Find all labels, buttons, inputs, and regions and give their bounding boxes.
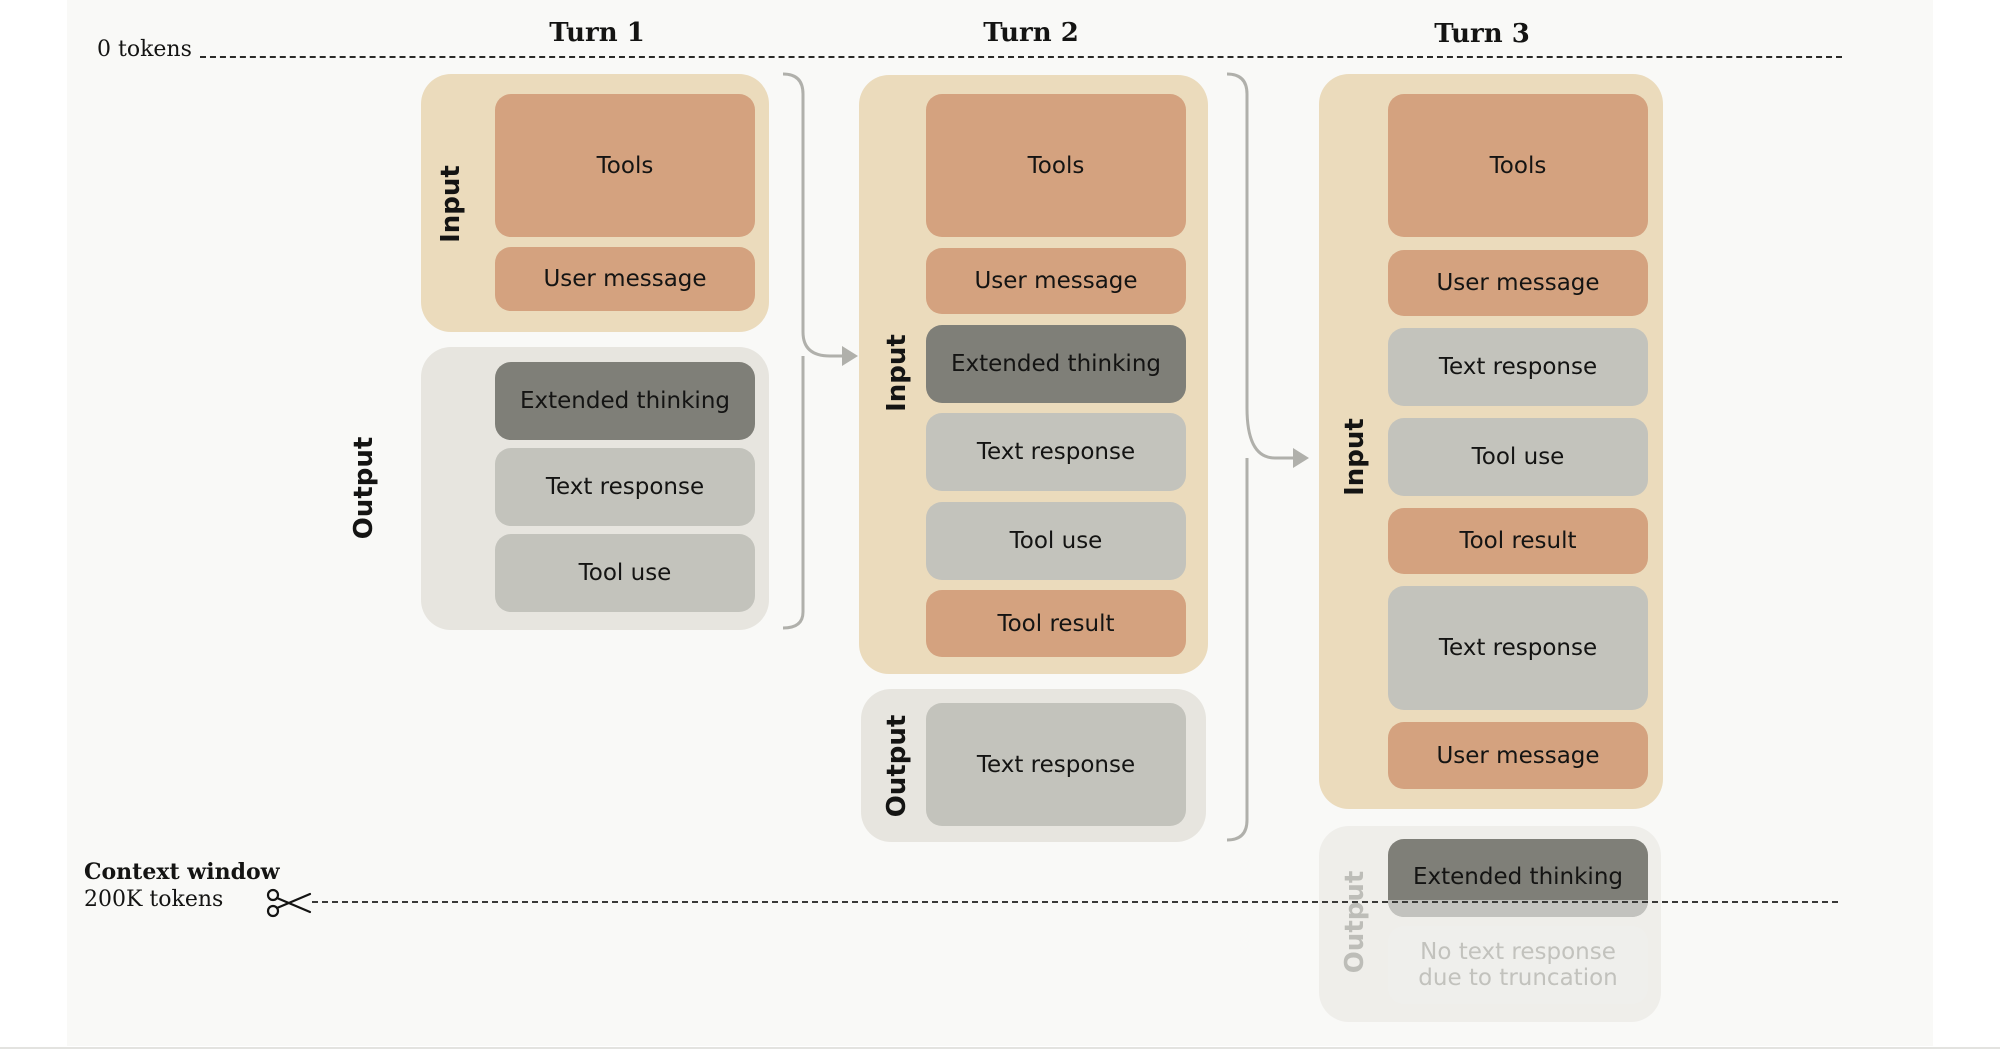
turn-3-tool-result-block: Tool result (1388, 508, 1648, 574)
turn-1-title: Turn 1 (549, 18, 645, 48)
turn-2-tool-result-block: Tool result (926, 590, 1186, 657)
turn-2-tools-block: Tools (926, 94, 1186, 237)
zero-tokens-line (200, 56, 1842, 58)
context-window-title: Context window (84, 859, 280, 885)
turn-2-input-label: Input (882, 334, 912, 412)
turn-1-tool-use-block: Tool use (495, 534, 755, 612)
turn-3-text-response-block: Text response (1388, 328, 1648, 406)
bottom-divider (0, 1047, 2000, 1049)
turn-2-extended-thinking-block: Extended thinking (926, 325, 1186, 403)
turn-2-title: Turn 2 (983, 18, 1079, 48)
turn-3-title: Turn 3 (1434, 19, 1530, 49)
turn-1-tools-block: Tools (495, 94, 755, 237)
context-window-size: 200K tokens (84, 887, 224, 912)
turn-2-user-message-block: User message (926, 248, 1186, 314)
turn-2-text-response-output-block: Text response (926, 703, 1186, 826)
turn-1-input-label: Input (436, 165, 466, 243)
context-window-line (312, 901, 1838, 903)
turn-2-text-response-block: Text response (926, 413, 1186, 491)
turn-2-to-turn-3-connector (1226, 72, 1309, 842)
turn-1-user-message-block: User message (495, 247, 755, 311)
turn-3-tools-block: Tools (1388, 94, 1648, 237)
zero-tokens-label: 0 tokens (97, 37, 192, 62)
turn-1-output-label: Output (349, 436, 379, 540)
turn-1-to-turn-2-connector (782, 72, 858, 630)
scissors-icon (264, 888, 312, 918)
turn-3-text-response-2-block: Text response (1388, 586, 1648, 710)
turn-3-user-message-2-block: User message (1388, 722, 1648, 789)
turn-2-tool-use-block: Tool use (926, 502, 1186, 580)
turn-3-truncation-fade (1388, 900, 1648, 917)
turn-3-input-label: Input (1340, 418, 1370, 496)
turn-3-truncated-response-block: No text response due to truncation (1388, 926, 1648, 1004)
turn-3-user-message-block: User message (1388, 250, 1648, 316)
turn-3-tool-use-block: Tool use (1388, 418, 1648, 496)
turn-1-text-response-block: Text response (495, 448, 755, 526)
turn-3-output-label: Output (1340, 870, 1370, 974)
turn-1-extended-thinking-block: Extended thinking (495, 362, 755, 440)
turn-2-output-label: Output (882, 714, 912, 818)
